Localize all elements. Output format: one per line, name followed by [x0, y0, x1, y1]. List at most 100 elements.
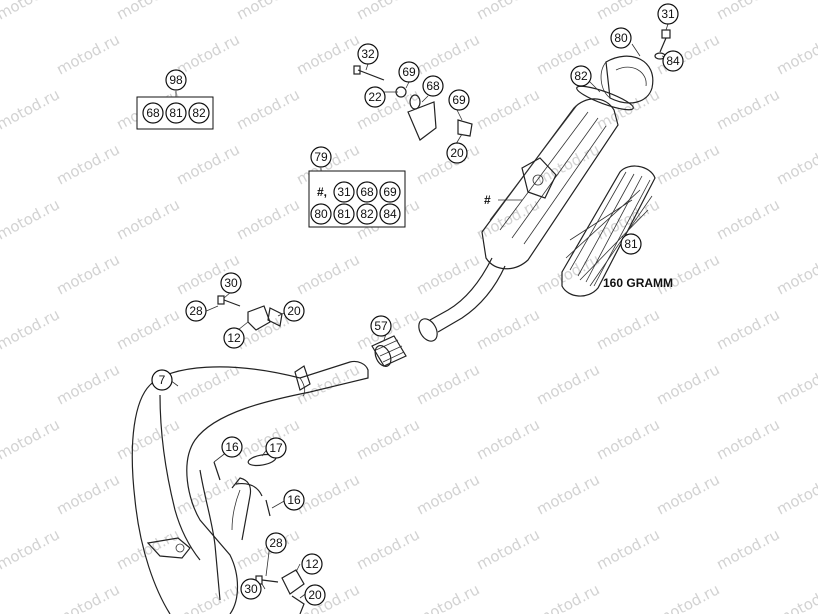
watermark-text: motod.ru [413, 580, 482, 614]
watermark-text: motod.ru [53, 140, 122, 188]
watermark-text: motod.ru [413, 250, 482, 298]
svg-text:82: 82 [192, 106, 206, 120]
svg-text:17: 17 [269, 441, 283, 455]
callout-30: 30 [240, 578, 262, 600]
kit-98-item: 81 [165, 102, 187, 124]
watermark-text: motod.ru [773, 360, 818, 408]
svg-text:30: 30 [224, 276, 238, 290]
watermark-text: motod.ru [713, 305, 782, 353]
callout-22: 22 [364, 86, 386, 108]
watermark-text: motod.ru [593, 0, 662, 24]
svg-text:84: 84 [666, 54, 680, 68]
callout-84: 84 [662, 50, 684, 72]
svg-text:69: 69 [402, 65, 416, 79]
kit-79-item: 84 [379, 203, 401, 225]
watermark-text: motod.ru [353, 85, 422, 133]
svg-text:79: 79 [314, 150, 328, 164]
watermark-text: motod.ru [473, 415, 542, 463]
watermark-text: motod.ru [653, 470, 722, 518]
sleeve-57 [371, 335, 407, 367]
kit-79-item: 81 [333, 203, 355, 225]
kit-79-item: 69 [379, 181, 401, 203]
callout-57: 57 [370, 315, 392, 337]
watermark-text: motod.ru [233, 85, 302, 133]
watermark-text: motod.ru [353, 0, 422, 24]
watermark-text: motod.ru [113, 305, 182, 353]
watermark-text: motod.ru [0, 360, 3, 408]
callout-69: 69 [398, 61, 420, 83]
callout-20: 20 [304, 584, 326, 606]
kit-79-item: 68 [356, 181, 378, 203]
watermark-text: motod.ru [53, 470, 122, 518]
packing-weight-note: 160 GRAMM [603, 276, 673, 290]
watermark-text: motod.ru [653, 360, 722, 408]
watermark-text: motod.ru [293, 30, 362, 78]
watermark-text: motod.ru [53, 360, 122, 408]
watermark-text: motod.ru [173, 580, 242, 614]
watermark-text: motod.ru [773, 30, 818, 78]
callout-69: 69 [448, 89, 470, 111]
svg-text:82: 82 [360, 207, 374, 221]
kit-79-number: 79 [310, 146, 332, 168]
watermark-text: motod.ru [773, 140, 818, 188]
watermark-text: motod.ru [533, 360, 602, 408]
svg-text:80: 80 [314, 207, 328, 221]
svg-text:31: 31 [337, 185, 351, 199]
watermark-text: motod.ru [473, 525, 542, 573]
watermark-text: motod.ru [0, 30, 3, 78]
watermark-text: motod.ru [773, 470, 818, 518]
kit-79-hash: #, [317, 185, 327, 199]
watermark-text: motod.ru [0, 580, 3, 614]
watermark-text: motod.ru [173, 470, 242, 518]
svg-text:12: 12 [305, 557, 319, 571]
watermark-text: motod.ru [353, 415, 422, 463]
svg-text:82: 82 [574, 69, 588, 83]
watermark-text: motod.ru [473, 85, 542, 133]
svg-text:69: 69 [383, 185, 397, 199]
kit-79-item: 31 [333, 181, 355, 203]
svg-text:28: 28 [269, 536, 283, 550]
svg-text:81: 81 [624, 237, 638, 251]
callout-7: 7 [151, 369, 173, 391]
svg-text:68: 68 [426, 79, 440, 93]
svg-text:68: 68 [146, 106, 160, 120]
svg-text:81: 81 [337, 207, 351, 221]
callout-28: 28 [265, 532, 287, 554]
watermark-text: motod.ru [53, 580, 122, 614]
watermark-text: motod.ru [113, 415, 182, 463]
watermark-text: motod.ru [533, 30, 602, 78]
callout-31: 31 [657, 3, 679, 25]
kit-98: 98 68 81 82 [136, 69, 214, 130]
watermark-text: motod.ru [0, 140, 3, 188]
watermark-text: motod.ru [0, 250, 3, 298]
watermark-text: motod.ru [0, 85, 63, 133]
watermark-text: motod.ru [233, 0, 302, 24]
kit-98-item: 82 [188, 102, 210, 124]
kit-98-number: 98 [165, 69, 187, 91]
watermark-text: motod.ru [0, 0, 63, 24]
watermark-text: motod.ru [0, 525, 63, 573]
svg-text:98: 98 [169, 73, 183, 87]
svg-text:30: 30 [244, 582, 258, 596]
kit-98-item: 68 [142, 102, 164, 124]
watermark-text: motod.ru [113, 195, 182, 243]
watermark-text: motod.ru [353, 525, 422, 573]
svg-text:69: 69 [452, 93, 466, 107]
callout-20: 20 [446, 142, 468, 164]
svg-text:16: 16 [225, 440, 239, 454]
watermark-text: motod.ru [533, 250, 602, 298]
watermark-text: motod.ru [593, 525, 662, 573]
callout-16: 16 [221, 436, 243, 458]
callout-12: 12 [301, 553, 323, 575]
svg-text:81: 81 [169, 106, 183, 120]
kit-79-item: 82 [356, 203, 378, 225]
watermark-text: motod.ru [0, 195, 63, 243]
muffler-packing [561, 165, 656, 297]
watermark-text: motod.ru [293, 470, 362, 518]
svg-text:20: 20 [450, 146, 464, 160]
watermark-text: motod.ru [233, 195, 302, 243]
watermark-text: motod.ru [653, 580, 722, 614]
svg-text:20: 20 [308, 588, 322, 602]
